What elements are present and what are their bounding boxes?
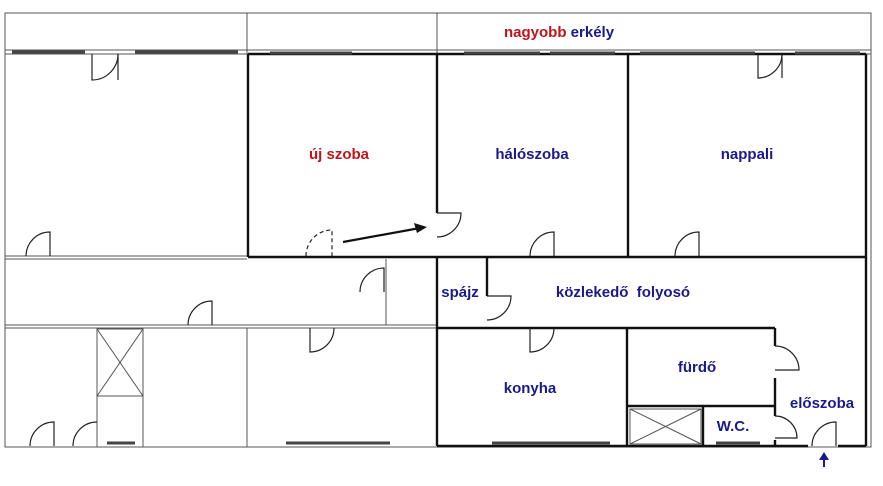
bedroom-label: hálószoba [495, 146, 569, 163]
doors [25, 53, 837, 447]
bathroom-label: fürdő [678, 359, 716, 376]
balcony-label: nagyobb erkély [504, 24, 615, 41]
thick-walls [246, 52, 868, 448]
entrance-hall-label: előszoba [790, 395, 855, 412]
kitchen-label: konyha [504, 380, 557, 397]
up-arrow-icon [819, 452, 829, 467]
windows [12, 50, 860, 445]
living-room-label: nappali [721, 146, 774, 163]
corridor-label: közlekedő folyosó [556, 284, 690, 301]
arrow-icon [342, 223, 427, 244]
wc-label: W.C. [717, 418, 750, 435]
pantry-label: spájz [441, 284, 479, 301]
shaft-left [96, 328, 144, 397]
new-room-label: új szoba [309, 146, 370, 163]
shaft-kitchen [629, 408, 702, 445]
